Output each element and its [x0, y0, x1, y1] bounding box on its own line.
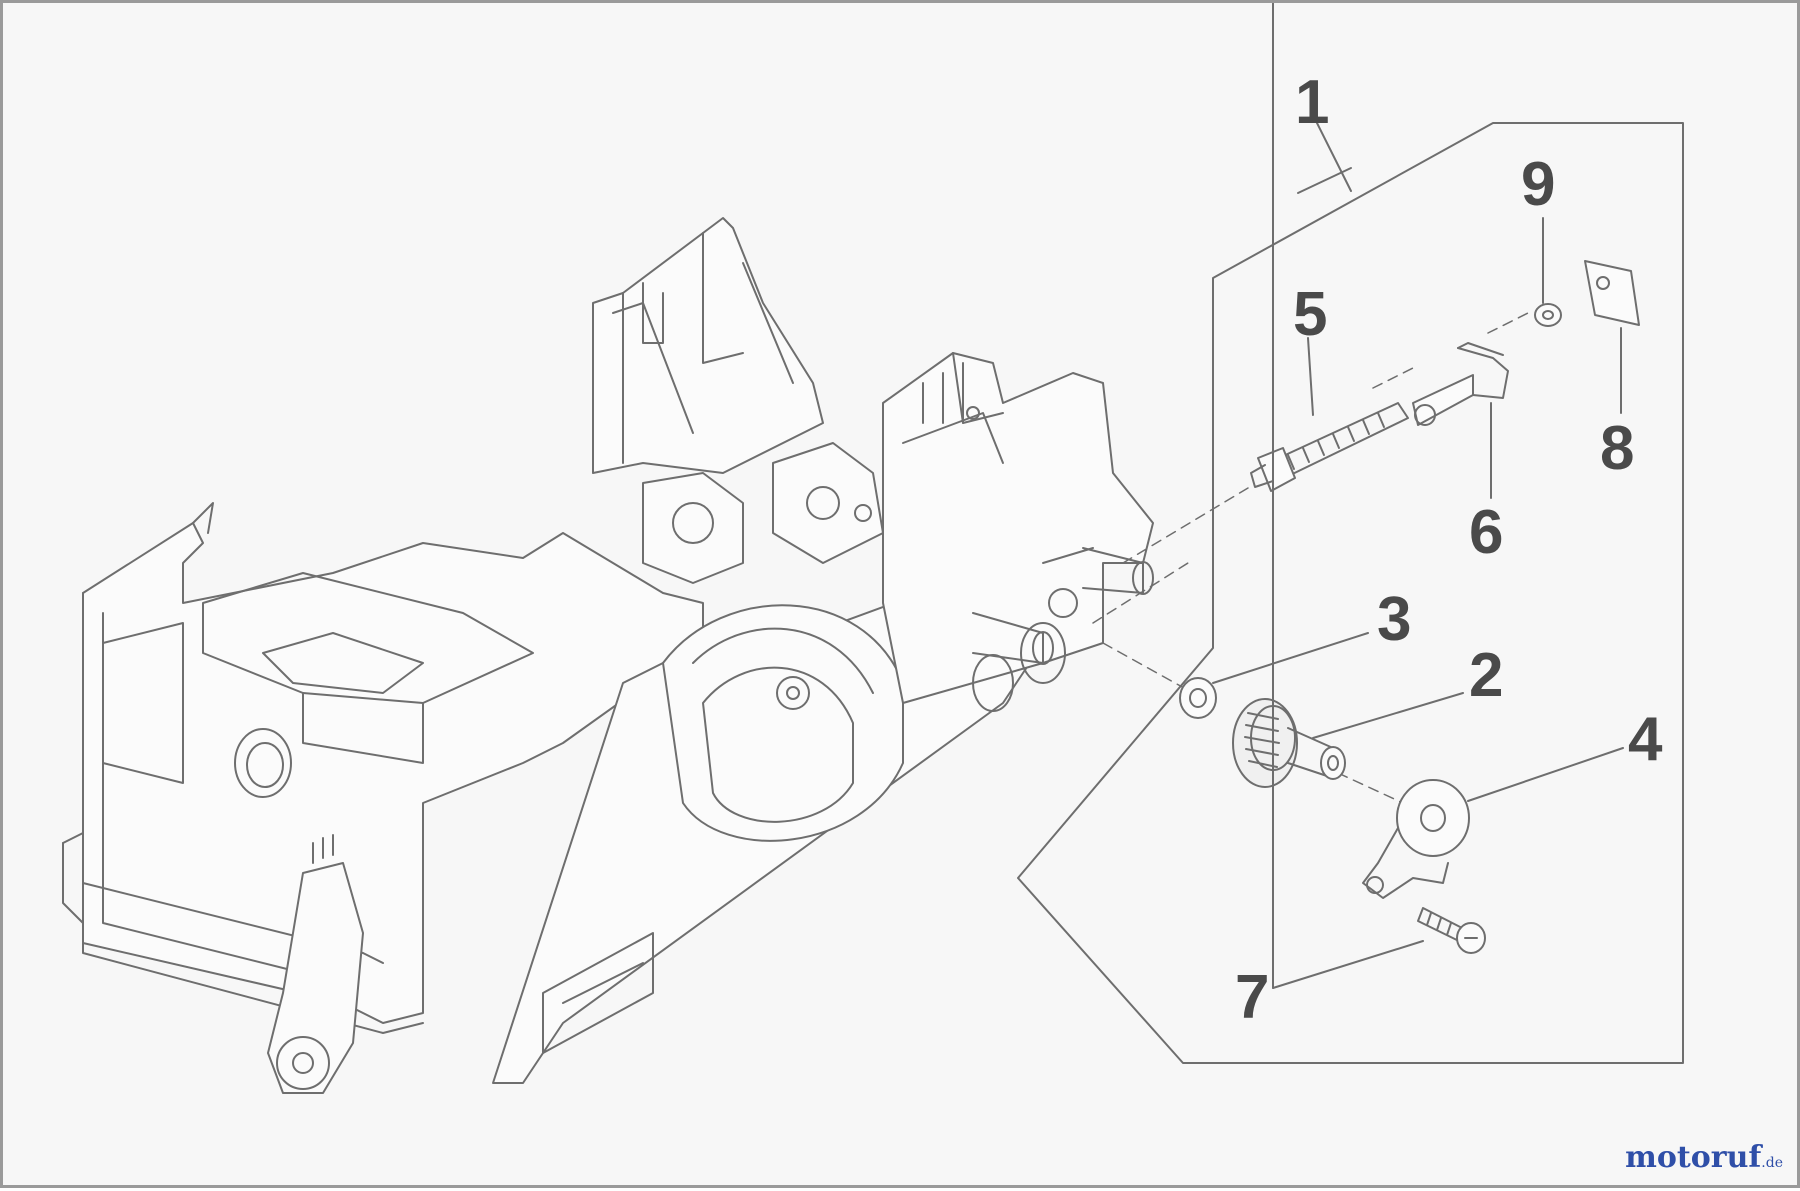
callout-5: 5 [1293, 280, 1327, 349]
part-7-screw [1417, 907, 1486, 954]
callout-3: 3 [1377, 585, 1411, 654]
watermark-brand: motoruf [1625, 1140, 1762, 1175]
part-8-plate [1584, 260, 1640, 326]
callout-7: 7 [1235, 963, 1269, 1032]
assembly-outline [1017, 122, 1684, 1064]
leader-lines [1212, 3, 1624, 989]
callout-2: 2 [1469, 641, 1503, 710]
callout-4: 4 [1628, 705, 1663, 774]
part-4-cam-bracket [1362, 779, 1470, 899]
part-9-washer [1534, 303, 1562, 327]
callout-8: 8 [1600, 414, 1634, 483]
exploded-parts-drawing: 1 9 5 8 6 3 2 4 7 [62, 3, 1684, 1094]
part-5-adjusting-screw [1250, 402, 1409, 492]
callout-9: 9 [1521, 150, 1555, 219]
watermark-tld: .de [1761, 1155, 1783, 1171]
alignment-lines [1092, 312, 1529, 804]
callout-1: 1 [1295, 68, 1329, 137]
part-6-tensioner-slide [1412, 342, 1509, 426]
callout-6: 6 [1469, 498, 1503, 567]
watermark-logo: motoruf.de [1625, 1140, 1783, 1175]
part-3-washer [1179, 677, 1217, 719]
part-2-gear-worm [1232, 698, 1346, 788]
callout-labels: 1 9 5 8 6 3 2 4 7 [1235, 68, 1663, 1032]
crankcase-housing [62, 217, 1154, 1094]
